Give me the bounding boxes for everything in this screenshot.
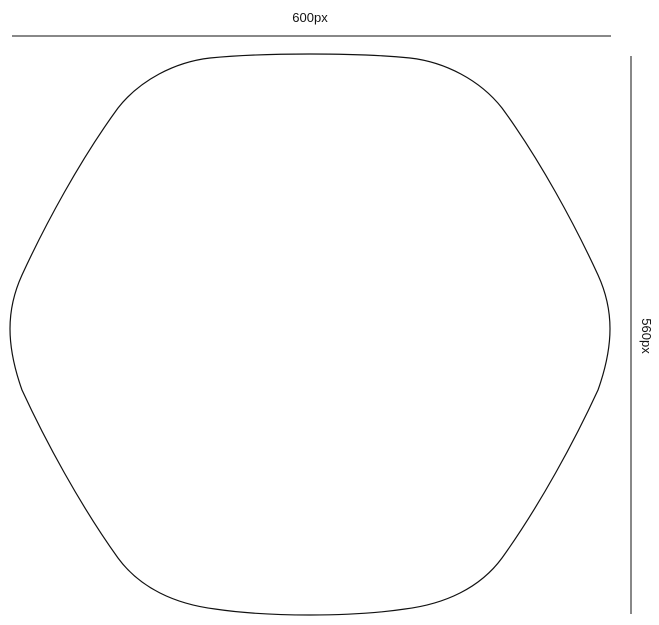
rounded-hexagon-shape [9, 53, 611, 616]
height-dimension-label: 560px [639, 318, 654, 354]
width-dimension-label: 600px [292, 10, 328, 25]
